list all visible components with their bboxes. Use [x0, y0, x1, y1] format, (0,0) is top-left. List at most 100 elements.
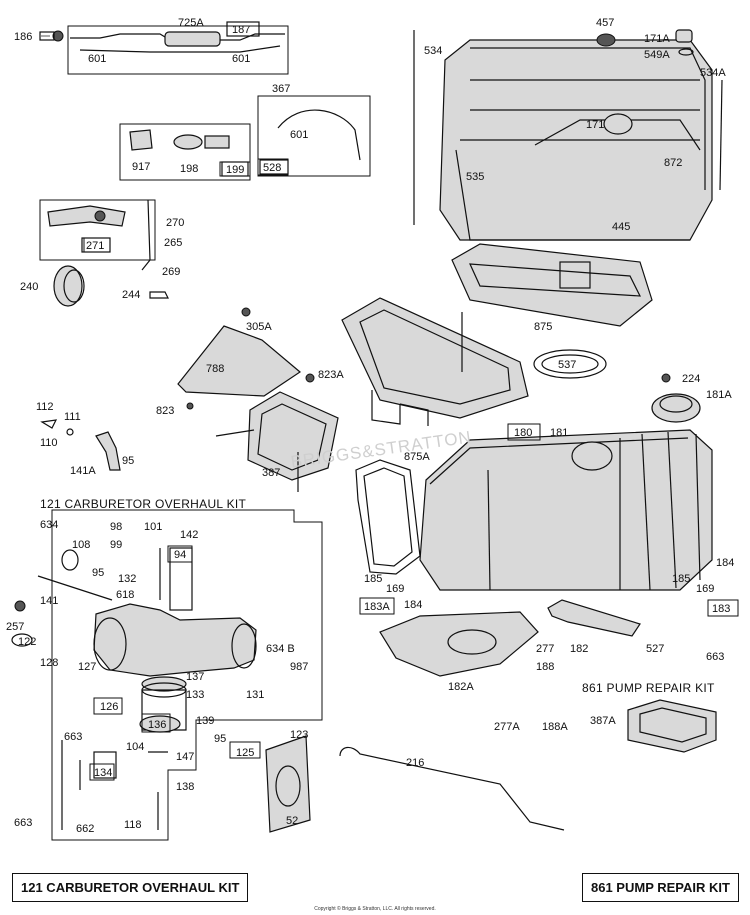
part-label: 182 [570, 643, 588, 655]
knob-group [53, 265, 169, 307]
part-label: 387 [262, 467, 280, 479]
part-label: 183 [712, 603, 730, 615]
part-label: 271 [86, 240, 104, 252]
part-label: 184 [716, 557, 734, 569]
part-label: 136 [148, 719, 166, 731]
part-label: 257 [6, 621, 24, 633]
part-label: 95 [92, 567, 104, 579]
part-label: 662 [76, 823, 94, 835]
part-label: 141A [70, 465, 96, 477]
part-label: 663 [64, 731, 82, 743]
part-label: 110 [40, 437, 58, 449]
part-label: 147 [176, 751, 194, 763]
part-label: 367 [272, 83, 290, 95]
fuel-valve-group [119, 123, 251, 181]
part-label: 528 [263, 162, 281, 174]
pump-kit-section-title: 861 PUMP REPAIR KIT [582, 681, 715, 695]
part-label: 823 [156, 405, 174, 417]
carburetor-kit-footer-label: 121 CARBURETOR OVERHAUL KIT [12, 873, 249, 902]
part-label: 185 [364, 573, 382, 585]
part-label: 138 [176, 781, 194, 793]
part-label: 601 [88, 53, 106, 65]
part-label: 917 [132, 161, 150, 173]
part-label: 52 [286, 815, 298, 827]
part-label: 224 [682, 373, 700, 385]
part-label: 618 [116, 589, 134, 601]
part-label: 663 [14, 817, 32, 829]
fuel-pump-387 [215, 391, 339, 492]
part-label: 182A [448, 681, 474, 693]
part-label: 277A [494, 721, 520, 733]
part-label: 535 [466, 171, 484, 183]
part-label: 270 [166, 217, 184, 229]
bracket-788 [177, 307, 315, 410]
carburetor-kit-section-title: 121 CARBURETOR OVERHAUL KIT [40, 497, 247, 511]
part-label: 128 [40, 657, 58, 669]
part-label: 112 [36, 401, 54, 413]
part-label: 277 [536, 643, 554, 655]
part-label: 534A [700, 67, 726, 79]
part-label: 171 [586, 119, 604, 131]
fuel-tank [355, 373, 713, 591]
part-label: 269 [162, 266, 180, 278]
carburetor-region [11, 509, 323, 841]
part-label: 137 [186, 671, 204, 683]
part-label: 127 [78, 661, 96, 673]
part-label: 169 [386, 583, 404, 595]
part-label: 132 [118, 573, 136, 585]
part-label: 111 [64, 411, 81, 423]
fuel-line-group [39, 21, 289, 75]
part-label: 527 [646, 643, 664, 655]
part-label: 183A [364, 601, 390, 613]
fuel-pipe-group [257, 95, 371, 177]
part-label: 823A [318, 369, 344, 381]
part-label: 987 [290, 661, 308, 673]
part-label: 169 [696, 583, 714, 595]
part-label: 125 [236, 747, 254, 759]
part-label: 171A [644, 33, 670, 45]
part-label: 240 [20, 281, 38, 293]
part-label: 126 [100, 701, 118, 713]
part-label: 185 [672, 573, 690, 585]
air-cleaner-cover [413, 29, 723, 241]
part-label: 537 [558, 359, 576, 371]
part-label: 101 [144, 521, 162, 533]
part-label: 122 [18, 636, 36, 648]
part-label: 134 [94, 767, 112, 779]
part-label: 123 [290, 729, 308, 741]
part-label: 95 [214, 733, 226, 745]
part-label: 141 [40, 595, 58, 607]
part-label: 549A [644, 49, 670, 61]
part-label: 188 [536, 661, 554, 673]
part-label: 187 [232, 24, 250, 36]
part-label: 534 [424, 45, 442, 57]
part-label: 181 [550, 427, 568, 439]
part-label: 457 [596, 17, 614, 29]
part-label: 634 B [266, 643, 295, 655]
fuel-pump-387a [627, 699, 717, 753]
air-filter-element [451, 243, 653, 327]
air-cleaner-base [341, 297, 607, 426]
part-label: 94 [174, 549, 186, 561]
part-label: 99 [110, 539, 122, 551]
part-label: 244 [122, 289, 140, 301]
governor-lever-group [39, 199, 156, 271]
part-label: 95 [122, 455, 134, 467]
part-label: 305A [246, 321, 272, 333]
part-label: 139 [196, 715, 214, 727]
pump-kit-footer-label: 861 PUMP REPAIR KIT [582, 873, 739, 902]
throttle-link-216 [339, 746, 565, 831]
part-label: 131 [246, 689, 264, 701]
part-label: 387A [590, 715, 616, 727]
tank-bracket-182a [379, 611, 539, 677]
part-label: 725A [178, 17, 204, 29]
callout-boxes [83, 158, 739, 781]
part-label: 445 [612, 221, 630, 233]
part-label: 199 [226, 164, 244, 176]
part-label: 265 [164, 237, 182, 249]
part-label: 98 [110, 521, 122, 533]
tank-bracket-182 [547, 599, 641, 637]
copyright-notice: Copyright © Briggs & Stratton, LLC. All … [314, 906, 436, 912]
part-label: 180 [514, 427, 532, 439]
